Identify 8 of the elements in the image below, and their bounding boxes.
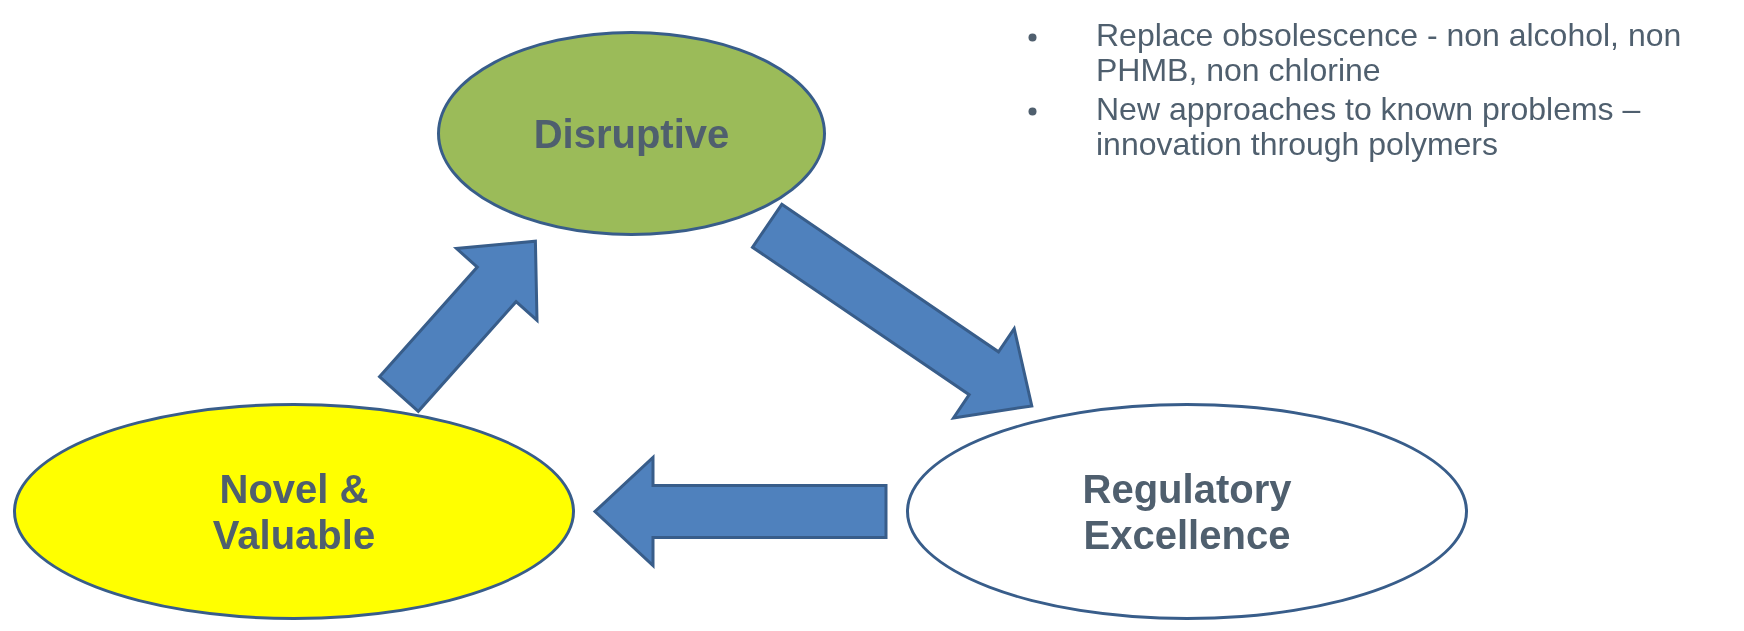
block-arrow [750, 202, 1034, 420]
bullet-text: New approaches to known problems – innovation through polymers [1096, 92, 1642, 162]
bullet-text: Replace obsolescence - non alcohol, non PHMB, non chlorine [1096, 18, 1683, 88]
node-label: Novel & Valuable [212, 465, 376, 558]
node-label: Regulatory Excellence [1082, 465, 1292, 558]
node-label: Disruptive [533, 110, 730, 157]
block-arrow [377, 239, 539, 414]
block-arrow [592, 454, 888, 569]
